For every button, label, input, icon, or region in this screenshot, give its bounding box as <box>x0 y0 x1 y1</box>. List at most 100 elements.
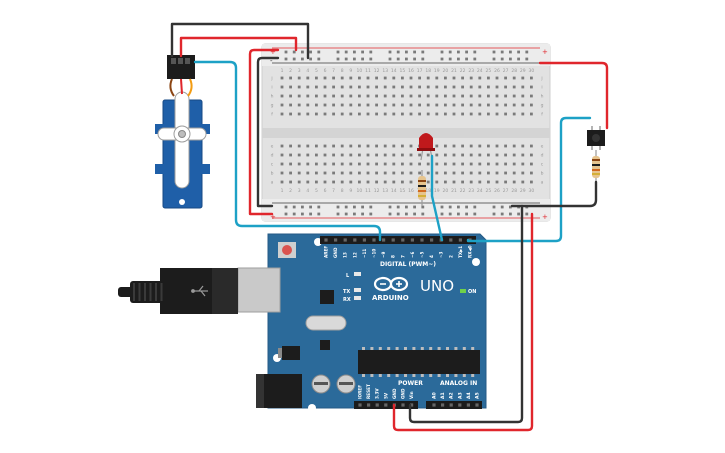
breadboard-hole[interactable] <box>418 85 421 89</box>
rail-hole[interactable] <box>292 205 296 209</box>
rail-hole[interactable] <box>509 50 512 54</box>
digital-pin[interactable] <box>401 238 405 242</box>
digital-pin[interactable] <box>334 238 338 242</box>
rail-hole[interactable] <box>309 57 312 61</box>
breadboard-hole[interactable] <box>487 162 490 166</box>
rail-hole[interactable] <box>413 57 416 61</box>
breadboard-hole[interactable] <box>478 153 482 157</box>
rail-hole[interactable] <box>509 212 512 216</box>
breadboard-hole[interactable] <box>366 171 370 175</box>
breadboard-hole[interactable] <box>469 103 473 107</box>
reset-button[interactable] <box>282 245 292 255</box>
breadboard-hole[interactable] <box>323 103 327 107</box>
breadboard-hole[interactable] <box>315 162 318 166</box>
breadboard-holes[interactable] <box>280 50 533 216</box>
breadboard-hole[interactable] <box>409 85 413 89</box>
breadboard-hole[interactable] <box>383 153 387 157</box>
breadboard-hole[interactable] <box>383 103 387 107</box>
breadboard-hole[interactable] <box>478 94 482 98</box>
breadboard-hole[interactable] <box>340 85 344 89</box>
analog-header[interactable] <box>426 401 482 409</box>
breadboard-hole[interactable] <box>452 94 456 98</box>
breadboard-hole[interactable] <box>306 144 310 148</box>
rail-hole[interactable] <box>336 205 340 209</box>
rail-hole[interactable] <box>465 212 468 216</box>
breadboard-hole[interactable] <box>375 76 378 80</box>
breadboard-hole[interactable] <box>495 94 499 98</box>
breadboard-hole[interactable] <box>306 180 310 184</box>
rail-hole[interactable] <box>284 50 288 54</box>
breadboard-hole[interactable] <box>504 85 507 89</box>
breadboard-hole[interactable] <box>280 85 284 89</box>
breadboard-hole[interactable] <box>452 112 456 116</box>
rail-hole[interactable] <box>361 205 364 209</box>
breadboard-hole[interactable] <box>349 171 353 175</box>
rail-hole[interactable] <box>465 205 468 209</box>
rail-hole[interactable] <box>344 50 348 54</box>
breadboard-hole[interactable] <box>435 112 439 116</box>
breadboard-hole[interactable] <box>366 153 370 157</box>
power-pin[interactable] <box>401 403 405 407</box>
wire-arduino-gnd[interactable] <box>408 204 524 424</box>
breadboard-hole[interactable] <box>358 112 361 116</box>
breadboard-hole[interactable] <box>289 85 292 89</box>
wire-rail-gnd-left[interactable] <box>256 56 280 208</box>
breadboard-hole[interactable] <box>297 180 301 184</box>
breadboard-hole[interactable] <box>452 171 456 175</box>
led-resistor[interactable] <box>418 170 426 206</box>
breadboard-hole[interactable] <box>521 153 525 157</box>
rail-hole[interactable] <box>421 205 425 209</box>
breadboard-hole[interactable] <box>409 103 413 107</box>
rail-hole[interactable] <box>353 212 356 216</box>
breadboard-hole[interactable] <box>366 94 370 98</box>
breadboard-hole[interactable] <box>530 171 533 175</box>
breadboard-hole[interactable] <box>444 162 447 166</box>
breadboard-hole[interactable] <box>323 85 327 89</box>
breadboard-hole[interactable] <box>289 103 292 107</box>
breadboard-hole[interactable] <box>409 94 413 98</box>
rail-hole[interactable] <box>336 212 340 216</box>
wire-button-signal[interactable] <box>466 116 592 243</box>
push-button[interactable] <box>587 126 605 150</box>
breadboard-hole[interactable] <box>426 153 430 157</box>
breadboard-hole[interactable] <box>297 94 301 98</box>
power-pin[interactable] <box>367 403 371 407</box>
breadboard-hole[interactable] <box>512 76 516 80</box>
analog-pin[interactable] <box>475 403 479 407</box>
breadboard-hole[interactable] <box>418 162 421 166</box>
breadboard-hole[interactable] <box>444 76 447 80</box>
rail-hole[interactable] <box>440 57 444 61</box>
rail-hole[interactable] <box>473 205 477 209</box>
breadboard-hole[interactable] <box>375 112 378 116</box>
breadboard-hole[interactable] <box>392 171 396 175</box>
usb-cable[interactable] <box>118 268 238 314</box>
breadboard-hole[interactable] <box>306 103 310 107</box>
rail-hole[interactable] <box>421 57 425 61</box>
breadboard-hole[interactable] <box>323 112 327 116</box>
rail-hole[interactable] <box>361 212 364 216</box>
breadboard-hole[interactable] <box>297 144 301 148</box>
breadboard-hole[interactable] <box>332 76 335 80</box>
breadboard-hole[interactable] <box>332 162 335 166</box>
breadboard-hole[interactable] <box>521 171 525 175</box>
breadboard-hole[interactable] <box>392 144 396 148</box>
breadboard-hole[interactable] <box>289 144 292 148</box>
rail-hole[interactable] <box>396 205 400 209</box>
breadboard-hole[interactable] <box>504 180 507 184</box>
rail-hole[interactable] <box>448 57 452 61</box>
breadboard-hole[interactable] <box>332 171 335 175</box>
breadboard-hole[interactable] <box>521 180 525 184</box>
breadboard-hole[interactable] <box>297 85 301 89</box>
rail-hole[interactable] <box>500 205 504 209</box>
breadboard-hole[interactable] <box>349 144 353 148</box>
breadboard-hole[interactable] <box>315 144 318 148</box>
rail-hole[interactable] <box>448 205 452 209</box>
breadboard-hole[interactable] <box>366 180 370 184</box>
rail-hole[interactable] <box>317 205 321 209</box>
breadboard-hole[interactable] <box>495 76 499 80</box>
breadboard-hole[interactable] <box>401 85 404 89</box>
breadboard-hole[interactable] <box>487 103 490 107</box>
rail-hole[interactable] <box>361 50 364 54</box>
breadboard-hole[interactable] <box>495 112 499 116</box>
breadboard-hole[interactable] <box>504 144 507 148</box>
